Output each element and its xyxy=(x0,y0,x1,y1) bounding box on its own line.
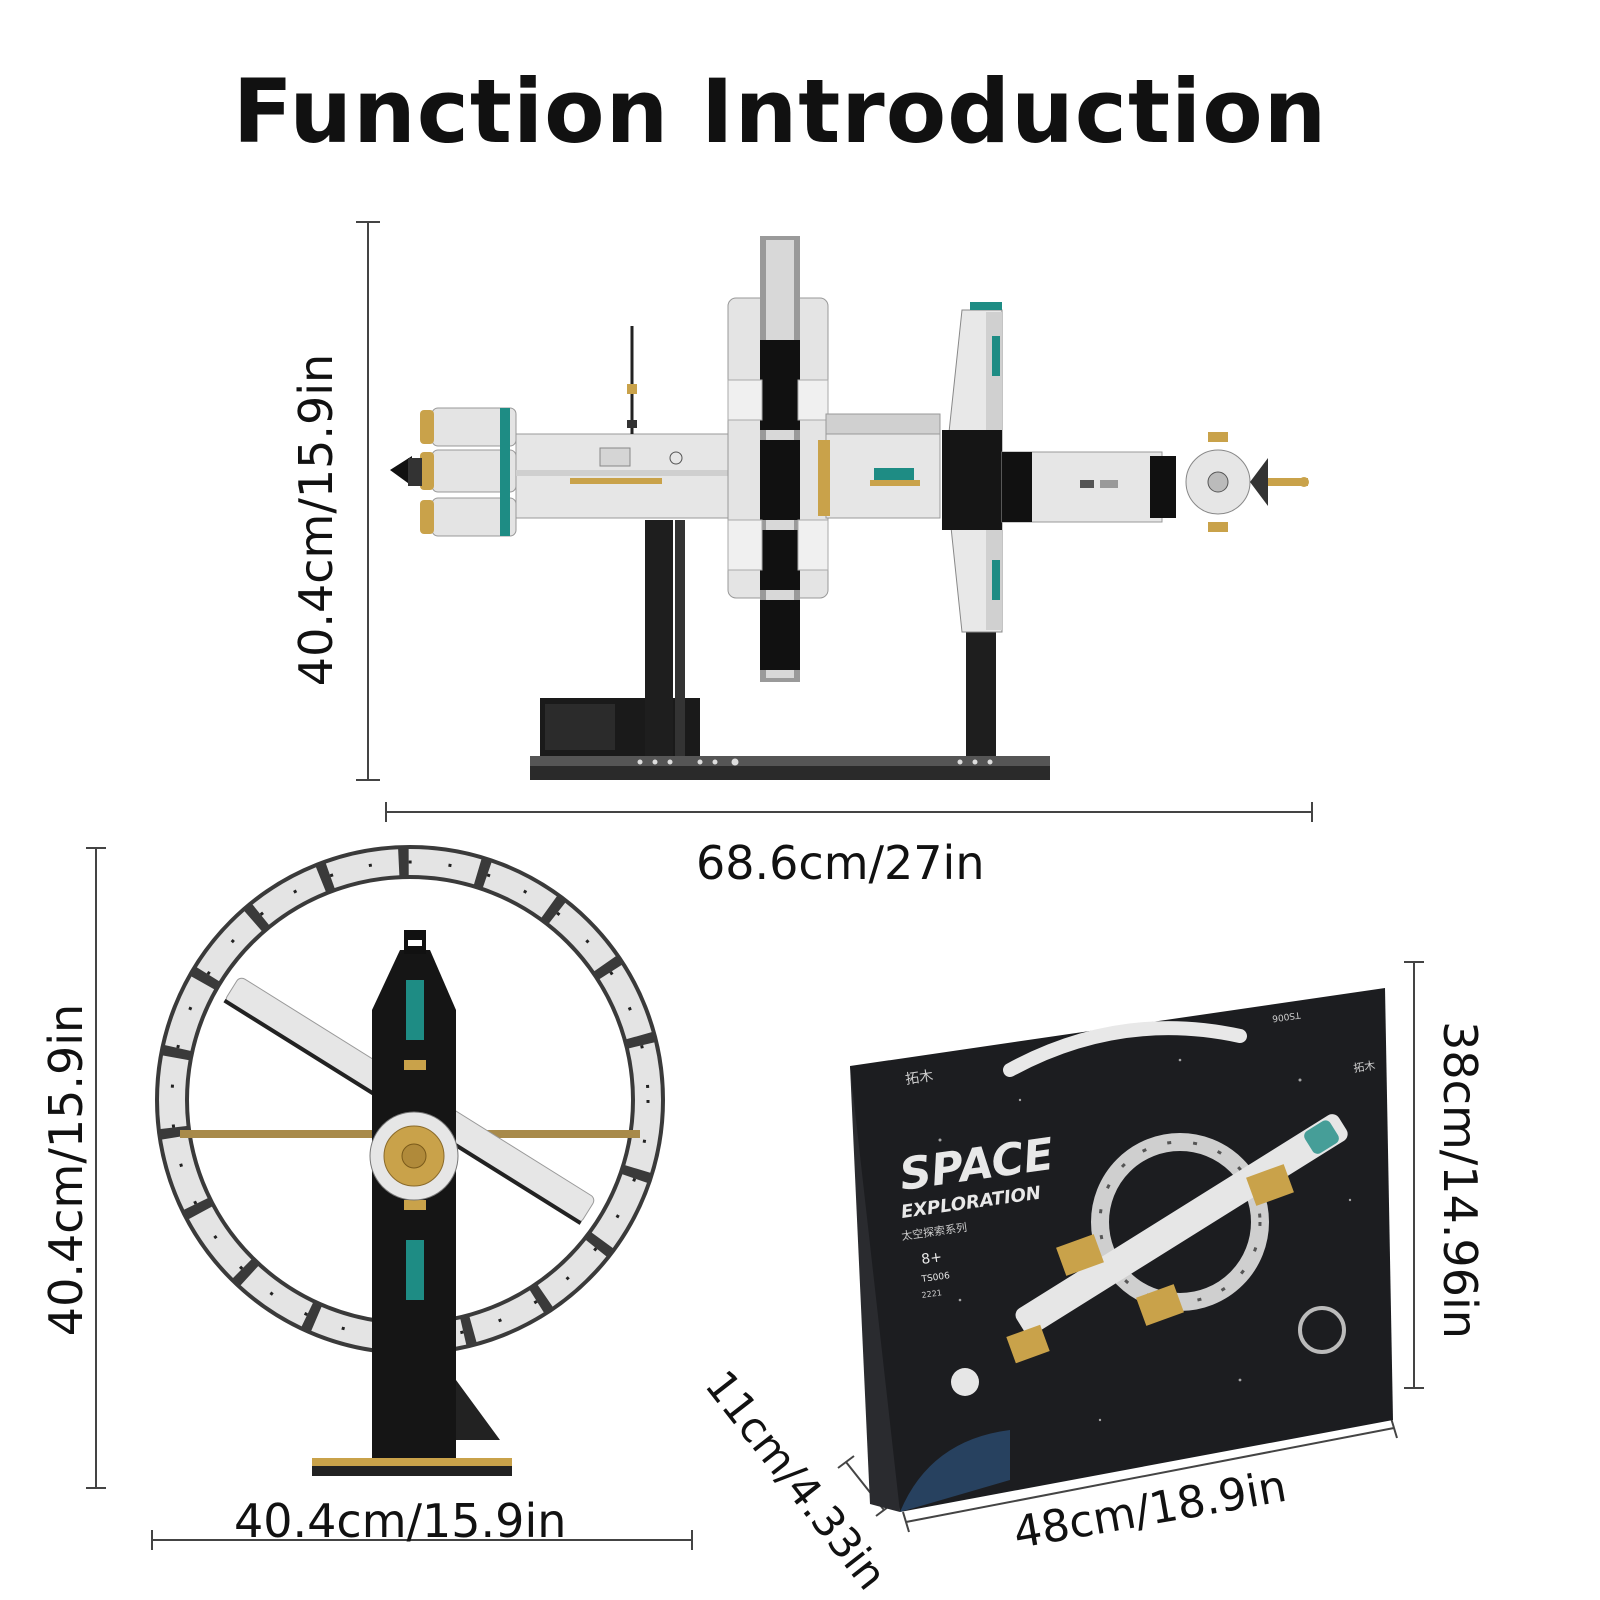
page-title: Function Introduction xyxy=(232,60,1328,163)
box-logo-left: 拓木 xyxy=(904,1068,934,1088)
space-station-side-view xyxy=(390,236,1309,780)
front-height-dimension-line xyxy=(86,847,106,1489)
box-age-label: 8+ xyxy=(920,1249,943,1268)
box-spine-model: TS006 xyxy=(1271,1009,1302,1023)
side-height-label: 40.4cm/15.9in xyxy=(289,353,343,687)
front-width-dimension-line xyxy=(151,1530,693,1550)
front-height-label: 40.4cm/15.9in xyxy=(39,1003,93,1337)
box-logo-right: 拓木 xyxy=(1352,1058,1376,1075)
box-width-dimension-line xyxy=(902,1417,1398,1533)
box-model-number: TS006 xyxy=(920,1271,951,1285)
product-box: SPACE EXPLORATION 太空探索系列 8+ TS006 2221 拓… xyxy=(850,988,1393,1512)
front-width-label: 40.4cm/15.9in xyxy=(234,1494,567,1548)
side-width-dimension-line xyxy=(385,802,1313,822)
box-height-label: 38cm/14.96in xyxy=(1433,1021,1487,1339)
box-piece-count: 2221 xyxy=(921,1288,942,1300)
space-station-front-view xyxy=(155,845,665,1476)
side-width-label: 68.6cm/27in xyxy=(696,836,985,890)
side-height-dimension-line xyxy=(356,221,380,781)
box-height-dimension-line xyxy=(1404,961,1424,1389)
